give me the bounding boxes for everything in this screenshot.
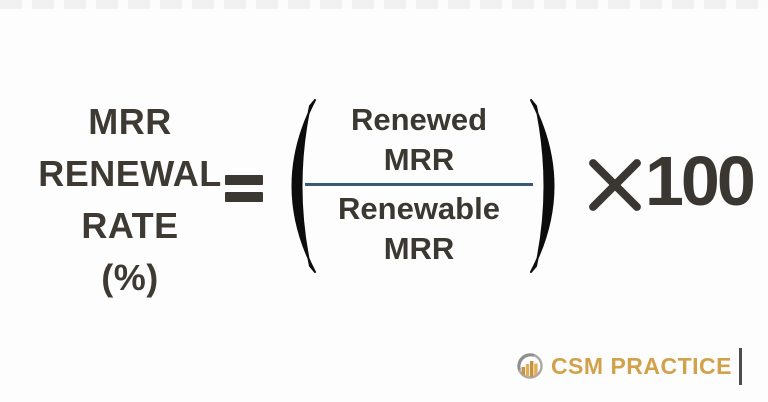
brand-name: CSM PRACTICE [550,352,732,379]
numerator-line-2: MRR [383,142,455,177]
numerator-line-1: Renewed [350,102,488,137]
fraction-numerator: Renewed MRR [303,100,535,180]
fraction: Renewed MRR Renewable MRR [303,100,535,269]
denominator-line-2: MRR [383,231,455,266]
metric-title-line-2: RENEWAL [38,153,222,194]
equals-sign-icon [225,175,263,202]
multiplication-sign-icon [587,157,643,213]
metric-title-line-4: (%) [101,257,159,298]
metric-title-line-3: RATE [81,205,179,246]
metric-title-line-1: MRR [88,101,172,142]
bar-chart-sphere-icon [517,353,543,379]
brand-separator [739,347,742,385]
denominator-line-1: Renewable [338,191,500,226]
open-parenthesis-icon [291,99,316,273]
perforated-top-strip [0,0,768,9]
close-parenthesis-icon [530,99,555,273]
multiplier-value: 100 [645,142,756,220]
equals-bottom-bar [225,192,263,202]
equals-top-bar [225,175,263,185]
metric-title: MRR RENEWAL RATE (%) [26,96,234,304]
brand-footer: CSM PRACTICE [517,346,742,386]
fraction-bar [305,183,533,186]
fraction-denominator: Renewable MRR [303,189,535,269]
